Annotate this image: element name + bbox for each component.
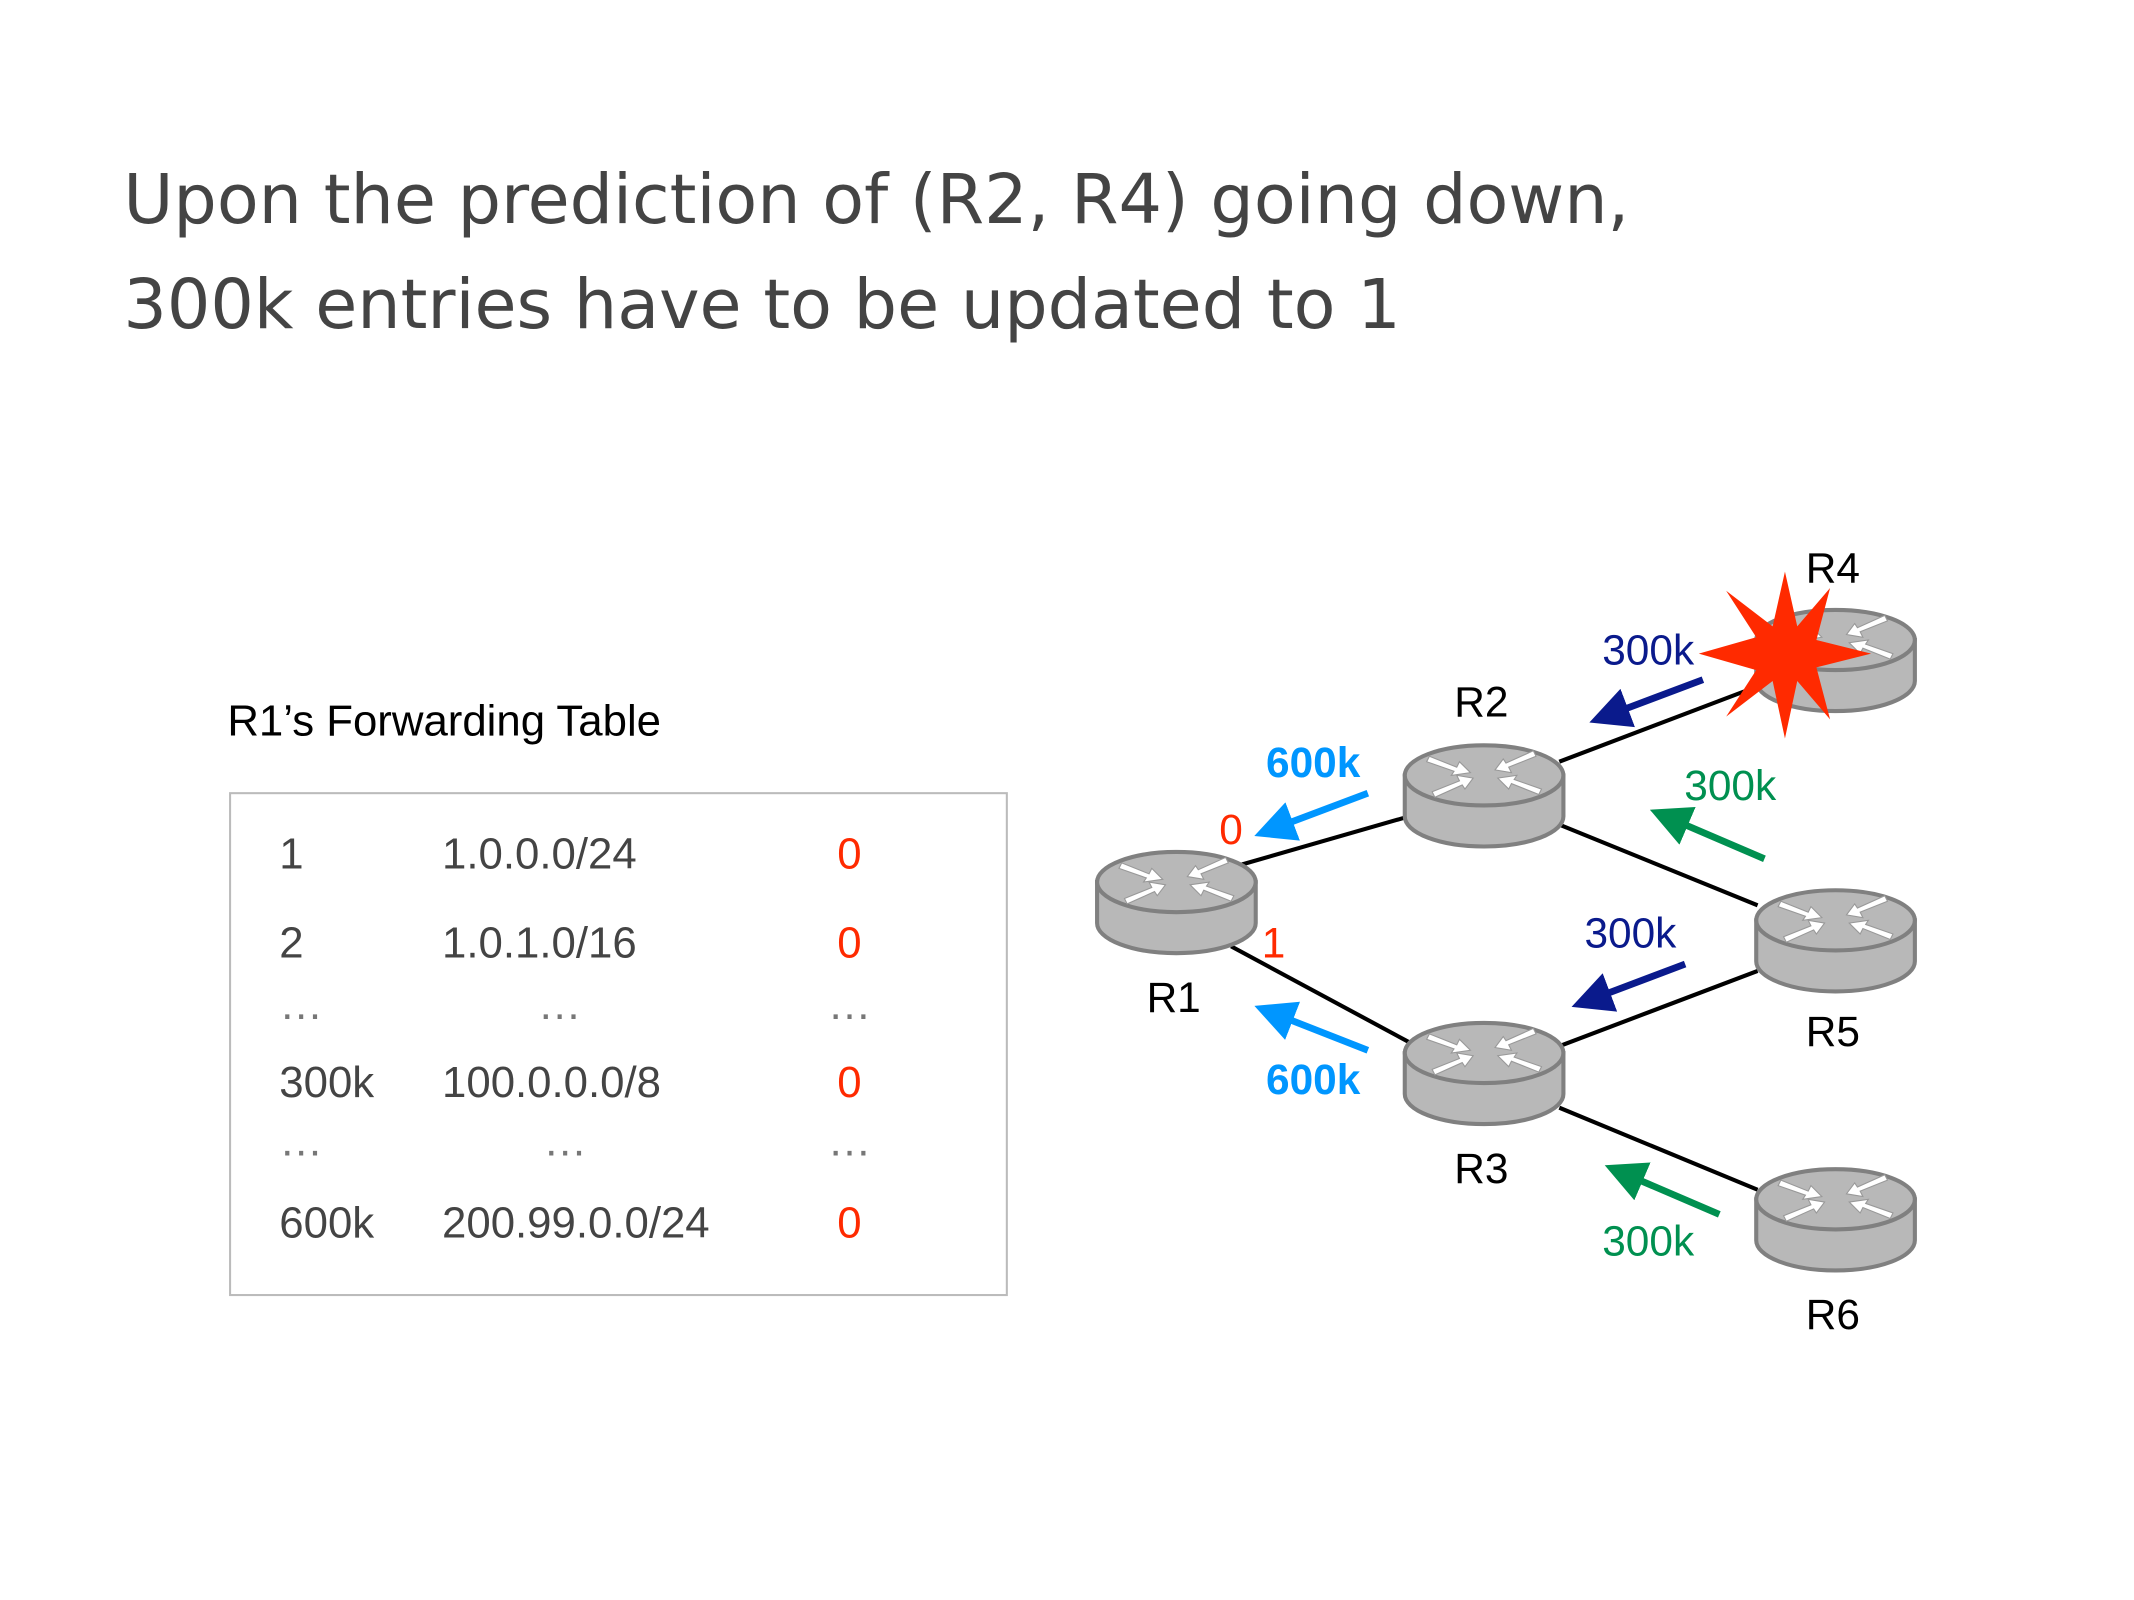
router-label-r5: R5 [1806, 1008, 1860, 1055]
router-r6-icon [1756, 1169, 1915, 1270]
flow-arrow-r2-r1 [1254, 789, 1370, 841]
link-r2-r5 [1558, 822, 1759, 908]
flow-label-r5-r3: 300k [1584, 910, 1677, 957]
row-index: 1 [279, 829, 303, 878]
row-next-hop: 0 [837, 1058, 861, 1107]
flow-label-r3-r1: 600k [1266, 1056, 1361, 1103]
table-row: 1 1.0.0.0/24 0 [279, 829, 861, 878]
row-prefix: 1.0.1.0/16 [442, 918, 637, 967]
flow-arrow-r6-r3 [1604, 1162, 1721, 1218]
flow-arrow-r5-r2 [1649, 807, 1766, 862]
row-index: … [279, 1117, 323, 1166]
flow-label-r4-r2: 300k [1602, 627, 1695, 674]
row-index: … [279, 980, 323, 1029]
router-label-r6: R6 [1806, 1291, 1860, 1338]
flow-arrow-r4-r2 [1589, 676, 1705, 728]
forwarding-table [229, 792, 1008, 1297]
row-next-hop: 0 [837, 918, 861, 967]
row-prefix: 1.0.0.0/24 [442, 829, 637, 878]
row-next-hop: 0 [837, 829, 861, 878]
router-r2-icon [1405, 745, 1564, 846]
row-prefix: 100.0.0.0/8 [442, 1058, 661, 1107]
row-next-hop: … [828, 980, 872, 1029]
port-label-1: 1 [1262, 919, 1286, 966]
table-caption: R1’s Forwarding Table [227, 697, 661, 746]
title-line-1: Upon the prediction of (R2, R4) going do… [123, 161, 1629, 240]
link-r3-r6 [1558, 1105, 1759, 1192]
flow-label-r6-r3: 300k [1602, 1217, 1695, 1264]
router-label-r1: R1 [1147, 974, 1201, 1021]
links [1230, 681, 1766, 1192]
table-row-ellipsis: … … … [279, 1117, 871, 1166]
title-line-2: 300k entries have to be updated to 1 [123, 266, 1400, 345]
flow-label-r2-r1: 600k [1266, 739, 1361, 786]
link-r2-r4 [1558, 681, 1766, 764]
link-r3-r5 [1558, 969, 1759, 1049]
router-r5-icon [1756, 890, 1915, 991]
flow-label-r5-r2: 300k [1684, 762, 1777, 809]
row-prefix: … [543, 1117, 587, 1166]
table-row: 300k 100.0.0.0/8 0 [279, 1058, 861, 1107]
explosion-icon [1698, 571, 1872, 739]
row-index: 2 [279, 918, 303, 967]
table-row: 600k 200.99.0.0/24 0 [279, 1199, 861, 1248]
row-prefix: … [538, 980, 582, 1029]
router-label-r2: R2 [1454, 679, 1508, 726]
row-index: 300k [279, 1058, 374, 1107]
flow-arrow-r3-r1 [1254, 1001, 1370, 1054]
router-label-r3: R3 [1454, 1145, 1508, 1192]
router-r3-icon [1405, 1023, 1564, 1124]
table-row-ellipsis: … … … [279, 980, 871, 1029]
router-label-r4: R4 [1806, 545, 1860, 592]
row-index: 600k [279, 1199, 374, 1248]
router-r1-icon [1097, 852, 1256, 953]
link-r1-r3 [1230, 944, 1410, 1044]
link-r1-r2 [1237, 814, 1410, 868]
row-prefix: 200.99.0.0/24 [442, 1199, 710, 1248]
row-next-hop: … [828, 1117, 872, 1166]
row-next-hop: 0 [837, 1199, 861, 1248]
port-label-0: 0 [1219, 806, 1243, 853]
flow-arrow-r5-r3 [1571, 960, 1687, 1012]
table-row: 2 1.0.1.0/16 0 [279, 918, 861, 967]
